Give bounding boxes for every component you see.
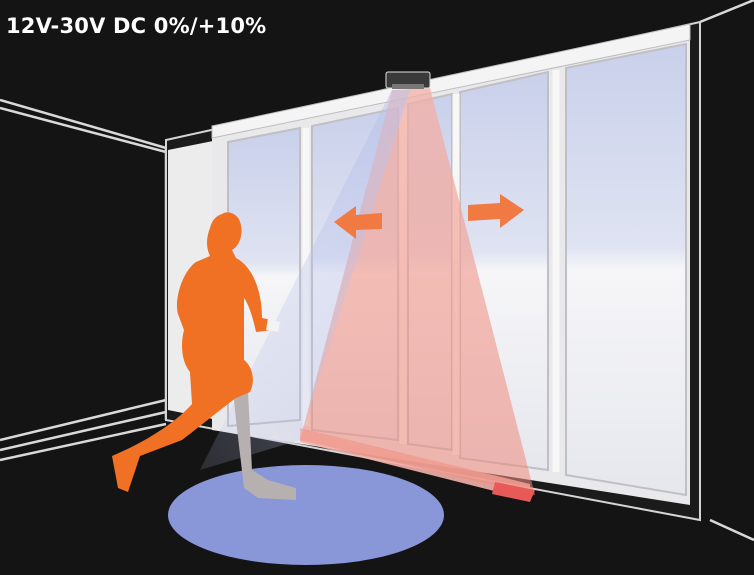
motion-sensor-icon bbox=[386, 72, 430, 89]
voltage-spec-heading: 12V-30V DC 0%/+10% bbox=[6, 14, 266, 38]
floor-detection-zone bbox=[168, 465, 444, 565]
